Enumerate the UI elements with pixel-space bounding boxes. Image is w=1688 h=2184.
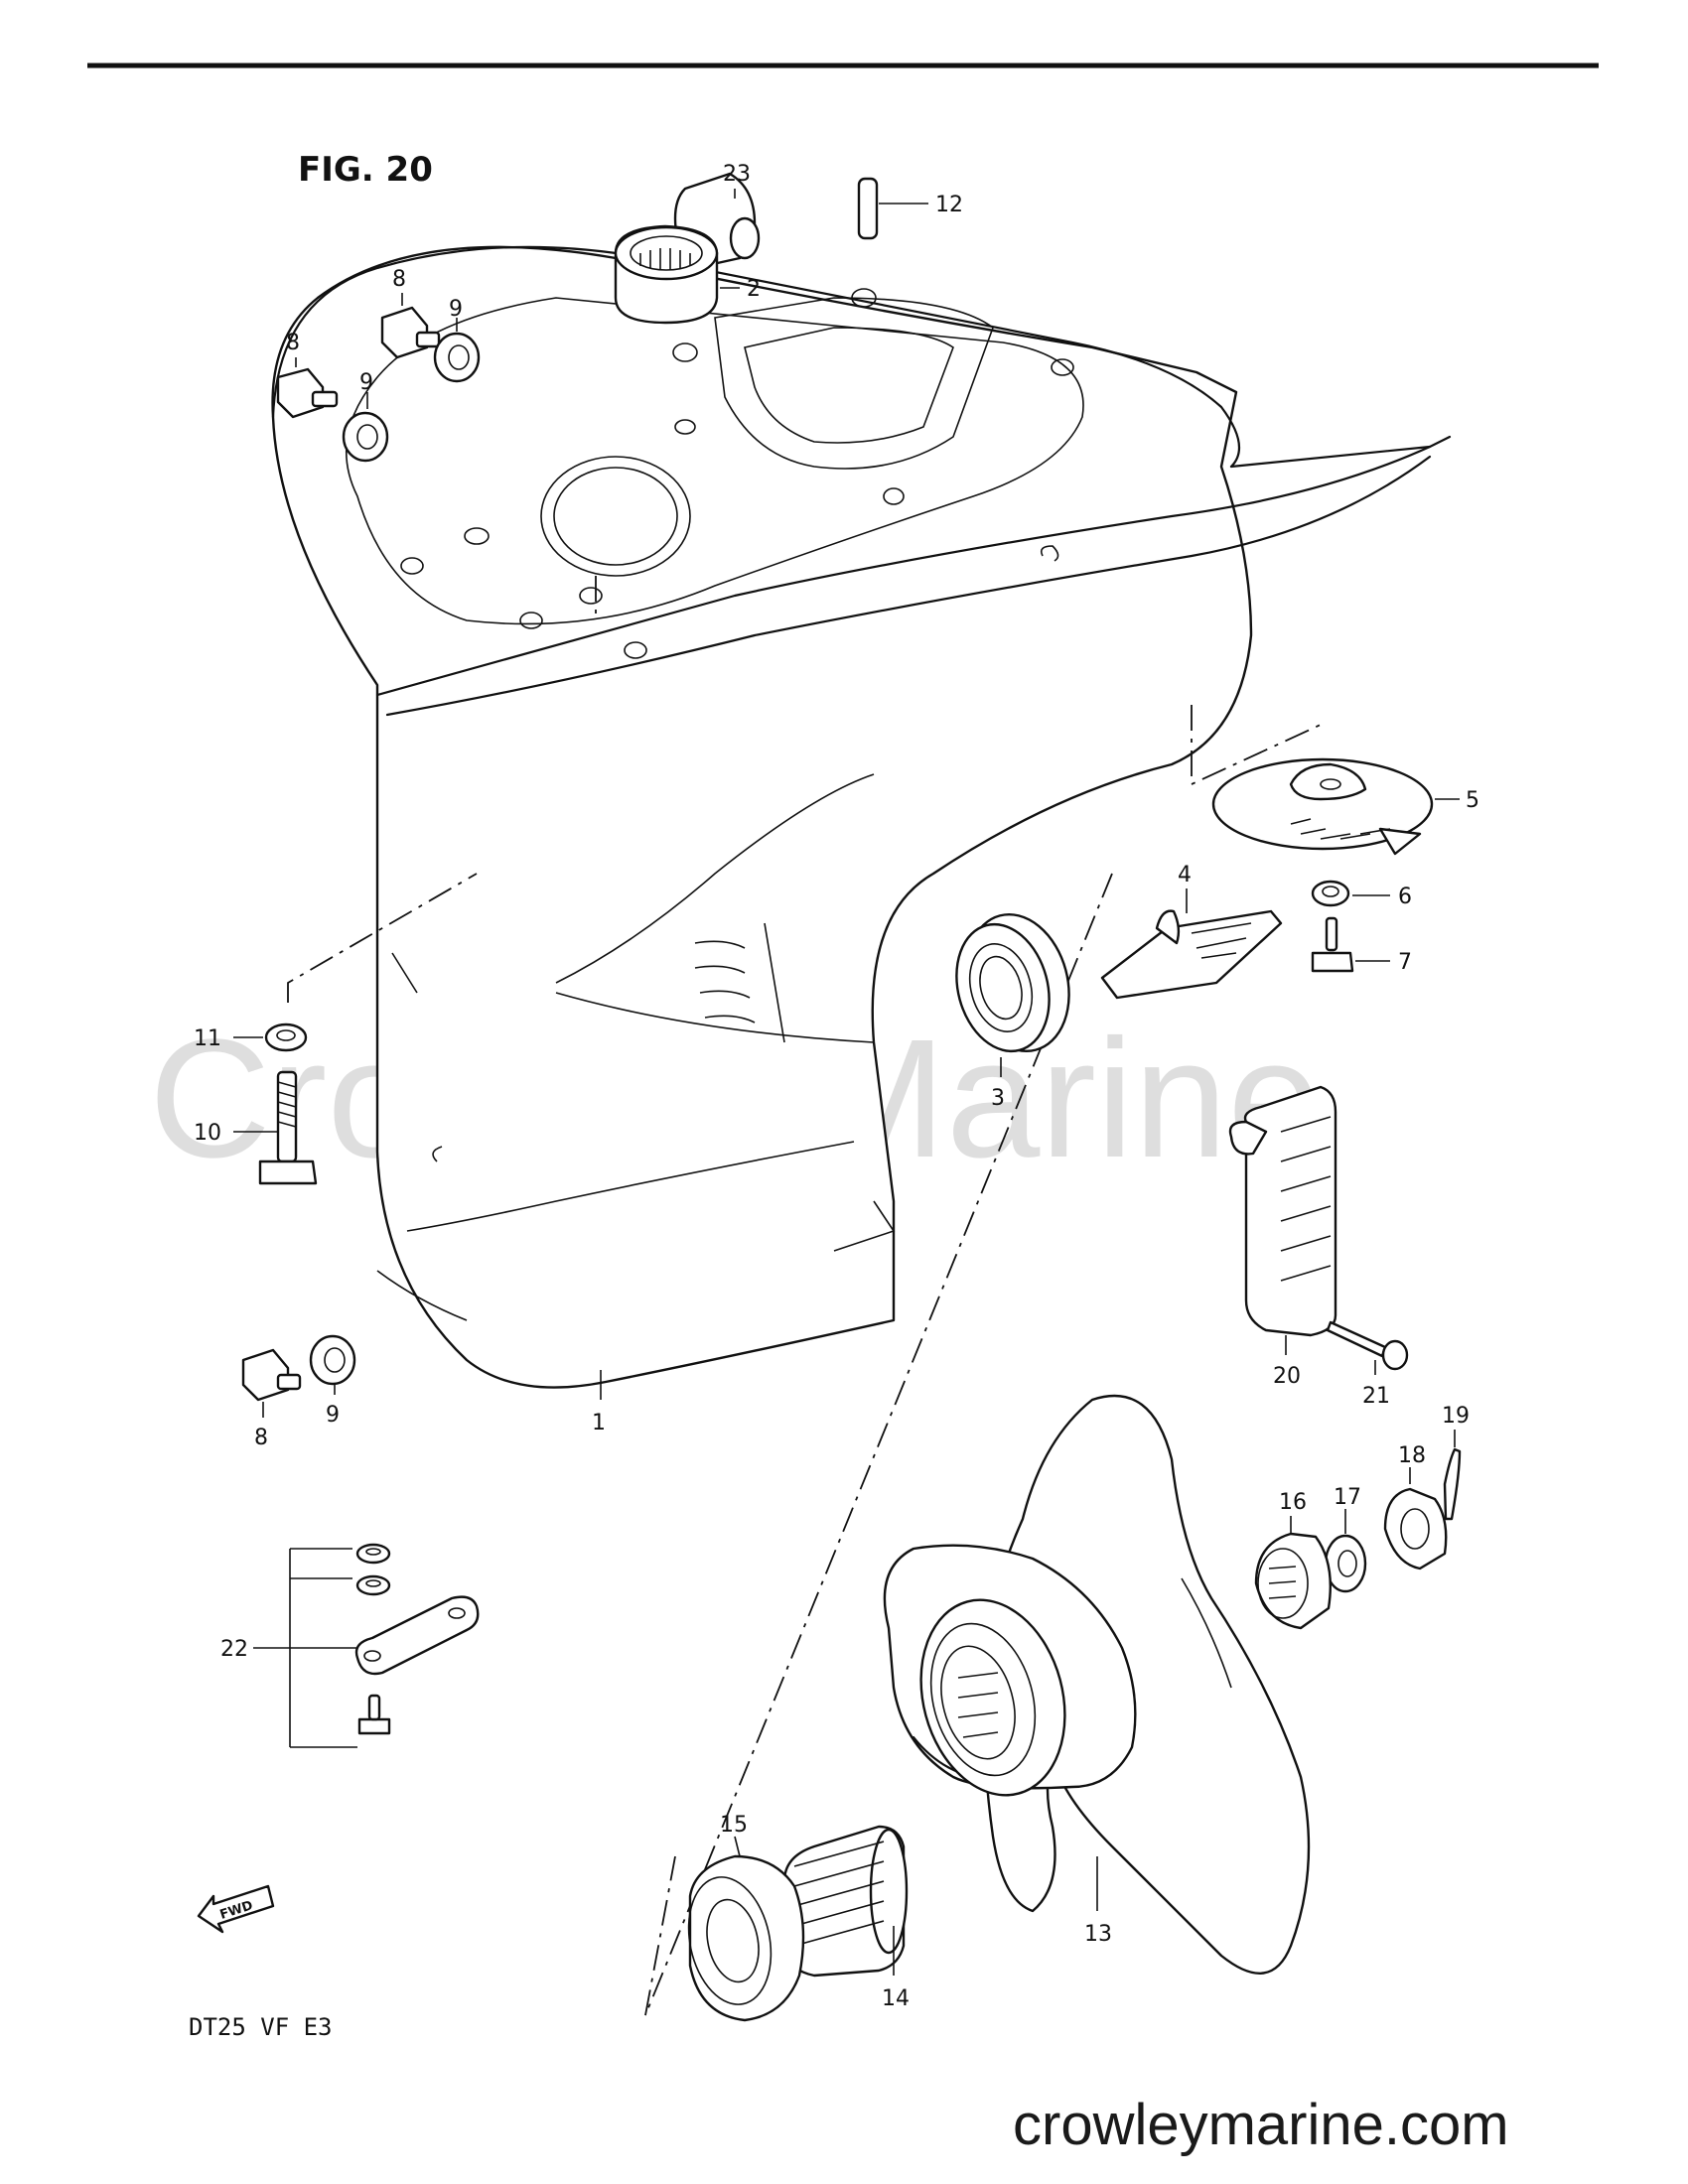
part-22-plate[interactable] (354, 1595, 480, 1676)
callout-8a: 8 (286, 331, 300, 355)
fwd-arrow-icon: FWD (197, 1884, 275, 1934)
part-9-washer-upper-right[interactable] (433, 332, 481, 383)
callout-9b: 9 (449, 297, 463, 322)
part-18-nut[interactable] (1383, 1487, 1448, 1570)
callout-9c: 9 (326, 1403, 340, 1428)
part-8-bolt-upper-left[interactable] (276, 367, 339, 419)
part-22-washer-mid[interactable] (355, 1574, 391, 1596)
callout-19: 19 (1442, 1404, 1470, 1429)
part-4-anode-plate[interactable] (1100, 909, 1283, 1000)
callout-18: 18 (1398, 1443, 1426, 1468)
assembly-line-15 (644, 1855, 676, 2016)
callout-3: 3 (991, 1086, 1005, 1111)
part-7-bolt[interactable] (1311, 916, 1354, 973)
part-17-washer[interactable] (1324, 1534, 1367, 1593)
part-21-screw[interactable] (1326, 1320, 1409, 1371)
assembly-line-5 (1191, 705, 1322, 786)
part-16-spacer[interactable] (1254, 1532, 1332, 1630)
part-8-bolt-lower[interactable] (241, 1348, 302, 1402)
callout-11: 11 (194, 1026, 221, 1051)
callouts: 1 2 3 4 5 6 7 8 8 8 9 9 9 10 11 12 13 14… (194, 162, 1479, 2011)
part-13-propeller[interactable] (883, 1394, 1311, 1975)
callout-4: 4 (1178, 863, 1192, 887)
part-20-water-strainer[interactable] (1228, 1085, 1337, 1337)
callout-16: 16 (1279, 1490, 1307, 1515)
assembly-line-11 (287, 873, 478, 1003)
part-6-washer[interactable] (1311, 880, 1350, 907)
callout-8c: 8 (254, 1426, 268, 1450)
callout-9a: 9 (359, 370, 373, 395)
callout-23: 23 (723, 162, 751, 187)
part-9-washer-lower[interactable] (309, 1334, 356, 1386)
callout-22: 22 (220, 1637, 248, 1662)
callout-15: 15 (720, 1813, 748, 1838)
part-15-thrust-hub[interactable] (677, 1854, 805, 2022)
callout-20: 20 (1273, 1364, 1301, 1389)
part-2-bearing[interactable] (614, 224, 719, 325)
part-22-washer-top[interactable] (355, 1543, 391, 1565)
assembly-line-3-15 (644, 873, 1113, 2016)
callout-1: 1 (592, 1411, 606, 1435)
callout-7: 7 (1398, 950, 1412, 975)
part-8-bolt-upper-right[interactable] (380, 306, 441, 359)
part-10-bolt[interactable] (258, 1070, 318, 1185)
callout-6: 6 (1398, 885, 1412, 909)
model-code: DT25 VF E3 (189, 2013, 333, 2041)
part-9-washer-upper-left[interactable] (342, 411, 389, 463)
website-url[interactable]: crowleymarine.com (1013, 2093, 1509, 2157)
callout-17: 17 (1334, 1485, 1361, 1510)
callout-12: 12 (935, 193, 963, 217)
part-19-cotter-pin[interactable] (1443, 1447, 1462, 1521)
callout-13: 13 (1084, 1922, 1112, 1947)
part-11-washer[interactable] (264, 1023, 308, 1052)
callout-5: 5 (1466, 788, 1479, 813)
part-12-dowel-pin[interactable] (857, 177, 879, 240)
callout-21: 21 (1362, 1384, 1390, 1409)
part-22-screw[interactable] (357, 1694, 391, 1735)
callout-10: 10 (194, 1121, 221, 1146)
part-14-bushing[interactable] (782, 1825, 909, 1978)
gear-case-housing[interactable] (271, 245, 1452, 1400)
callout-2: 2 (747, 277, 761, 302)
callout-14: 14 (882, 1986, 910, 2011)
part-3-oil-seal[interactable] (943, 902, 1084, 1062)
figure-title: FIG. 20 (298, 150, 433, 190)
callout-8b: 8 (392, 267, 406, 292)
part-5-trim-tab[interactable] (1211, 757, 1434, 856)
